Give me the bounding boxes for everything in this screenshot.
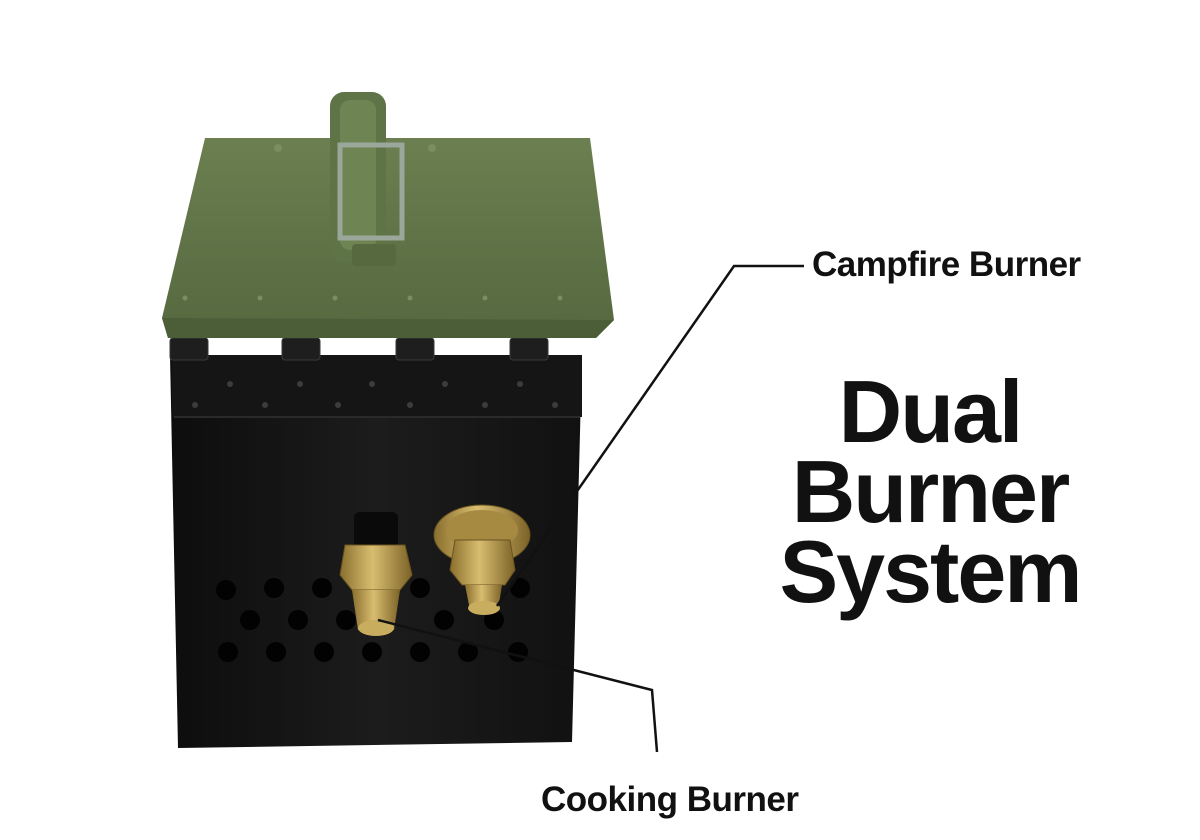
cooking-burner-nozzle xyxy=(339,512,413,636)
callout-lines xyxy=(377,264,804,753)
vent-holes xyxy=(216,578,530,662)
campfire-callout-line xyxy=(495,264,804,607)
cooking-burner-label: Cooking Burner xyxy=(541,780,799,819)
cooking-callout-line xyxy=(377,618,659,753)
headline: Dual Burner System xyxy=(760,362,1100,621)
headline-line-2: Burner xyxy=(791,442,1071,541)
campfire-burner-label: Campfire Burner xyxy=(812,245,1081,284)
lid-hinges xyxy=(169,337,549,361)
headline-line-3: System xyxy=(779,522,1082,621)
campfire-burner-nozzle xyxy=(433,504,531,615)
carry-handle xyxy=(330,92,405,266)
headline-line-1: Dual xyxy=(838,362,1024,461)
